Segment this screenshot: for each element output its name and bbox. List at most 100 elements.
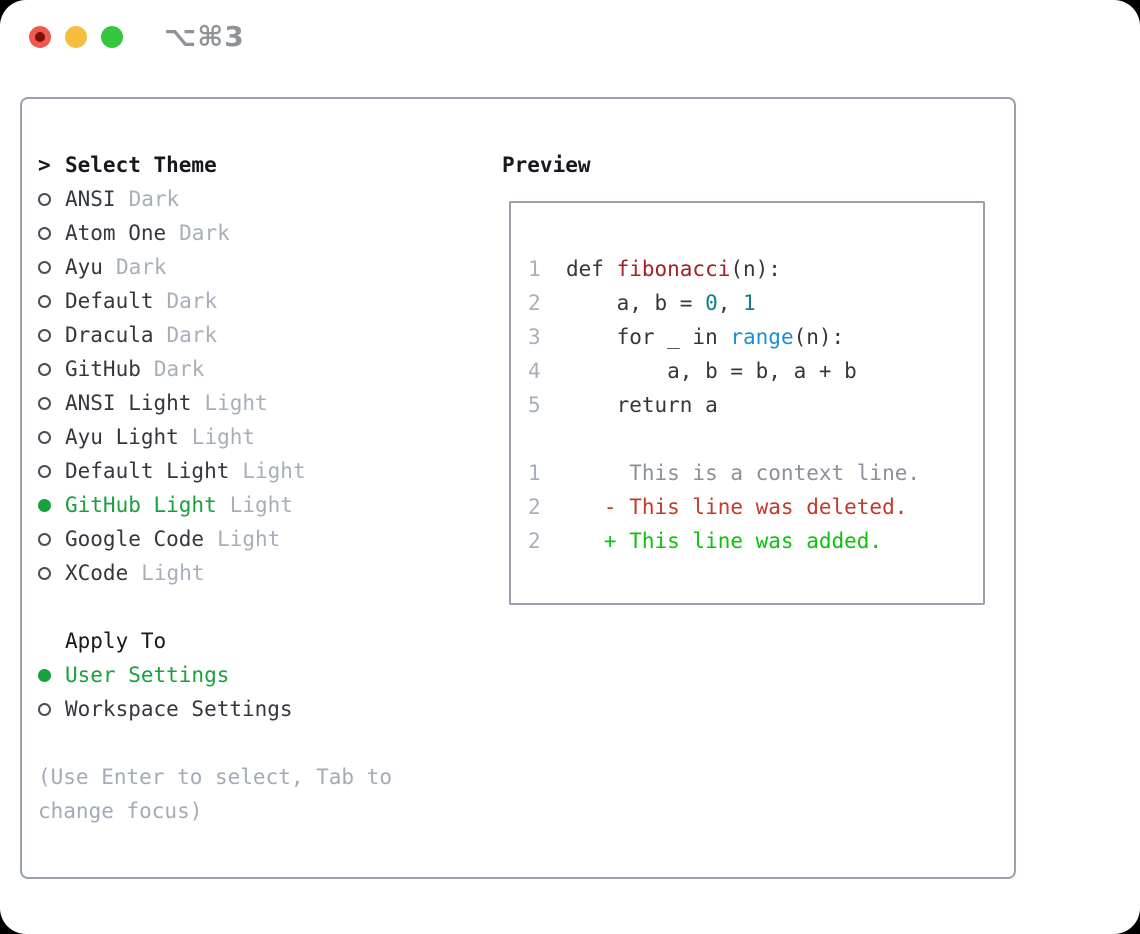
code-line: 2 + This line was added. [528, 524, 983, 558]
code-segment: for _ in [566, 325, 731, 349]
theme-list: ANSI Dark Atom One Dark Ayu Dark Default… [38, 182, 488, 590]
code-line: 5 return a [528, 388, 983, 422]
apply-to-header: Apply To [38, 624, 488, 658]
code-segment: (n): [793, 325, 845, 349]
theme-selector: > Select Theme ANSI Dark Atom One Dark A… [38, 148, 488, 828]
theme-option[interactable]: Ayu Light Light [38, 420, 488, 454]
spacer [38, 590, 488, 624]
line-number: 3 [528, 325, 541, 349]
radio-icon [38, 396, 51, 410]
theme-name: GitHub Light [65, 493, 217, 517]
theme-option[interactable]: XCode Light [38, 556, 488, 590]
theme-variant: Dark [153, 357, 205, 381]
code-preview: 1 def fibonacci(n): 2 a, b = 0, 1 3 for … [528, 252, 983, 558]
titlebar: ⌥⌘3 [0, 0, 1140, 97]
theme-name: Dracula [65, 323, 154, 347]
line-number: 1 [528, 257, 541, 281]
theme-name: Ayu [65, 255, 103, 279]
theme-option[interactable]: ANSI Dark [38, 182, 488, 216]
apply-option-label: User Settings [65, 663, 230, 687]
theme-variant: Light [229, 493, 293, 517]
theme-option[interactable]: Ayu Dark [38, 250, 488, 284]
hint-line-1: (Use Enter to select, Tab to [38, 765, 393, 789]
radio-icon [38, 328, 51, 342]
code-segment: a, b = [566, 291, 706, 315]
theme-name: ANSI Light [65, 391, 192, 415]
theme-name: Atom One [65, 221, 167, 245]
theme-option[interactable]: Default Dark [38, 284, 488, 318]
radio-icon [38, 226, 51, 240]
code-line: 2 - This line was deleted. [528, 490, 983, 524]
code-segment: def [566, 257, 617, 281]
radio-icon [38, 566, 51, 580]
code-segment: This is a context line. [566, 461, 921, 485]
cursor-arrow: > [38, 153, 51, 177]
code-segment: 0 [705, 291, 718, 315]
theme-variant: Light [191, 425, 256, 449]
code-line: 2 a, b = 0, 1 [528, 286, 983, 320]
minimize-button[interactable] [65, 26, 87, 48]
code-segment: , [717, 291, 744, 315]
code-segment: a, b = b, a + b [566, 359, 857, 383]
close-dot-icon [35, 32, 45, 42]
line-number: 5 [528, 393, 541, 417]
code-segment: fibonacci [616, 257, 731, 281]
code-line [528, 422, 983, 456]
code-line: 3 for _ in range(n): [528, 320, 983, 354]
code-segment: + This line was added. [566, 529, 883, 553]
line-number: 1 [528, 461, 541, 485]
radio-unselected-icon [38, 702, 51, 716]
hint-line-2: change focus) [38, 799, 203, 823]
theme-variant: Dark [115, 255, 167, 279]
line-number: 2 [528, 495, 541, 519]
theme-variant: Dark [166, 289, 218, 313]
radio-icon [38, 192, 51, 206]
theme-variant: Light [217, 527, 281, 551]
theme-variant: Dark [179, 221, 230, 245]
theme-option[interactable]: GitHub Light Light [38, 488, 488, 522]
theme-option[interactable]: Atom One Dark [38, 216, 488, 250]
preview-title: Preview [502, 153, 591, 177]
theme-option[interactable]: Dracula Dark [38, 318, 488, 352]
theme-name: Ayu Light [65, 425, 179, 449]
select-theme-title: Select Theme [65, 153, 217, 177]
code-segment: - This line was deleted. [566, 495, 908, 519]
radio-icon [38, 430, 51, 444]
radio-icon [38, 294, 51, 308]
code-segment: (n): [730, 257, 781, 281]
line-number: 4 [528, 359, 541, 383]
code-segment: return a [566, 393, 718, 417]
window-title: ⌥⌘3 [164, 20, 245, 53]
apply-to-title: Apply To [65, 629, 167, 653]
theme-name: XCode [65, 561, 129, 585]
theme-option[interactable]: GitHub Dark [38, 352, 488, 386]
theme-option[interactable]: Google Code Light [38, 522, 488, 556]
theme-name: GitHub [65, 357, 141, 381]
theme-variant: Light [141, 561, 205, 585]
apply-option-user-settings[interactable]: User Settings [38, 658, 488, 692]
code-segment: range [730, 325, 794, 349]
theme-name: Default Light [65, 459, 230, 483]
radio-icon [38, 260, 51, 274]
code-line: 1 This is a context line. [528, 456, 983, 490]
code-line: 1 def fibonacci(n): [528, 252, 983, 286]
radio-icon [38, 362, 51, 376]
radio-selected-icon [38, 668, 51, 682]
spacer [38, 726, 488, 760]
preview-pane: 1 def fibonacci(n): 2 a, b = 0, 1 3 for … [509, 201, 985, 605]
radio-icon [38, 532, 51, 546]
theme-option[interactable]: Default Light Light [38, 454, 488, 488]
zoom-button[interactable] [101, 26, 123, 48]
theme-variant: Light [204, 391, 268, 415]
select-theme-header: > Select Theme [38, 148, 488, 182]
apply-option-label: Workspace Settings [65, 697, 293, 721]
traffic-lights [29, 26, 123, 48]
apply-option-workspace-settings[interactable]: Workspace Settings [38, 692, 488, 726]
theme-name: ANSI [65, 187, 116, 211]
theme-name: Default [65, 289, 154, 313]
theme-option[interactable]: ANSI Light Light [38, 386, 488, 420]
close-button[interactable] [29, 26, 51, 48]
line-number: 2 [528, 529, 541, 553]
radio-icon [38, 464, 51, 478]
